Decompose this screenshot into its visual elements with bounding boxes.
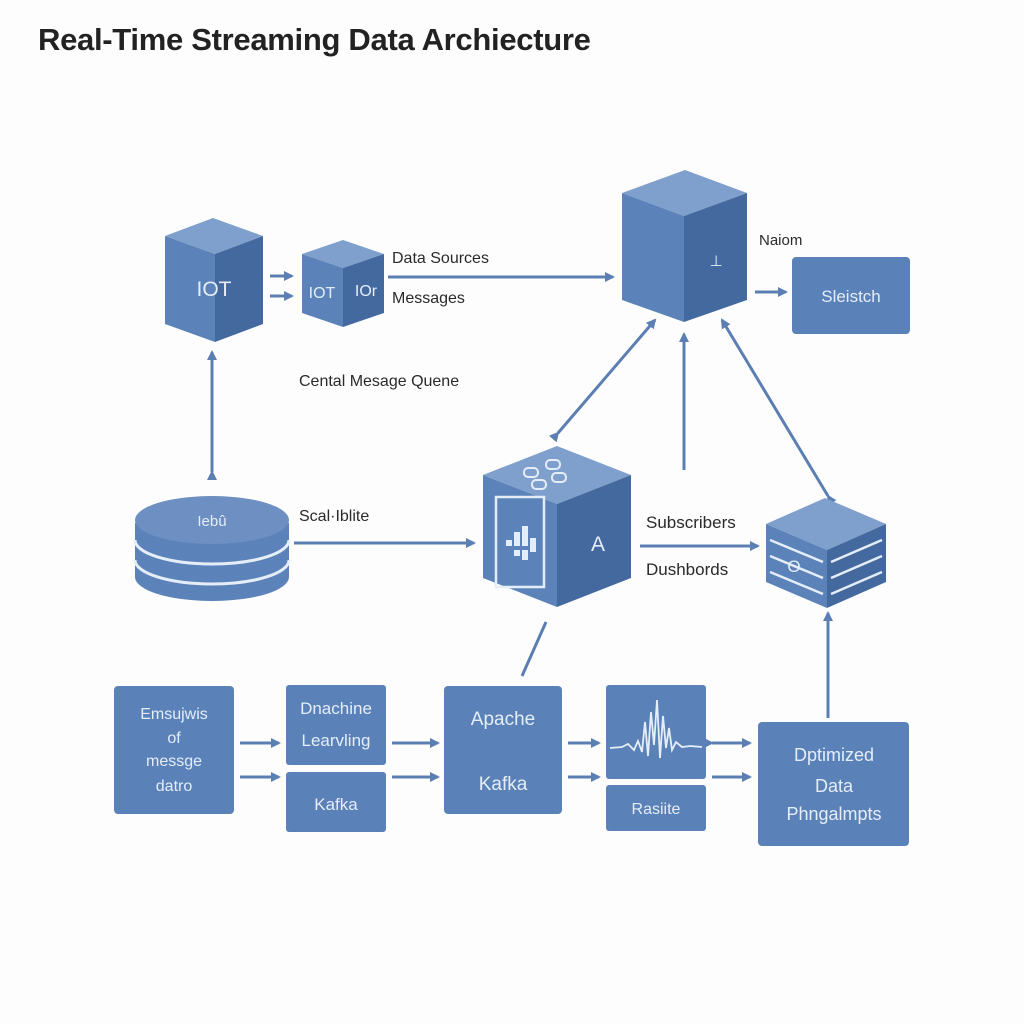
search-box-label: Sleistch [821, 287, 881, 306]
kafka-small-label: Kafka [314, 795, 358, 814]
optimized-line-2: Data [815, 776, 854, 796]
optimized-line-1: Dptimized [794, 745, 874, 765]
connectors [207, 271, 837, 782]
label-central-queue: Cental Mesage Quene [299, 373, 459, 390]
machine-learning-box: Dnachine Learvling [286, 685, 386, 765]
analysis-line-4: datro [156, 778, 193, 795]
cube-iot-small-left-label: IOT [309, 285, 336, 302]
cube-central: ⊥ [622, 170, 747, 322]
cube-iot-small-right-label: IOr [355, 283, 378, 300]
grid-chart-icon [494, 495, 546, 589]
server-glyph: O [787, 557, 800, 576]
cube-iot-small: IOT IOr [302, 240, 384, 327]
kafka-small-box: Kafka [286, 772, 386, 832]
apache-kafka-box: Apache Kafka [444, 686, 562, 814]
grid-icon-top [523, 459, 567, 490]
analysis-line-3: messge [146, 753, 202, 770]
optimized-line-3: Phngalmpts [786, 804, 881, 824]
cube-processor: A [483, 446, 631, 607]
label-messages: Messages [392, 290, 465, 307]
analysis-line-1: Emsujwis [140, 706, 208, 723]
free-labels: Data Sources Messages Naiom Cental Mesag… [299, 232, 802, 579]
label-nation: Naiom [759, 232, 802, 249]
apache-line-1: Apache [471, 709, 535, 730]
label-subscribers: Subscribers [646, 513, 736, 532]
label-dashboards: Dushbords [646, 560, 728, 579]
database-label: Iebû [197, 513, 226, 530]
waveform-box [606, 685, 706, 779]
optimized-box: Dptimized Data Phngalmpts [758, 722, 909, 846]
cube-iot-large-label: IOT [197, 278, 232, 301]
cube-central-label: ⊥ [709, 253, 722, 270]
machine-line-1: Dnachine [300, 699, 372, 718]
results-box: Rasiite [606, 785, 706, 831]
cube-processor-label: A [591, 533, 605, 556]
machine-line-2: Learvling [302, 731, 371, 750]
connector-apache-to-processor [520, 621, 548, 677]
database-icon: Iebû [133, 496, 291, 601]
apache-line-2: Kafka [479, 774, 528, 795]
results-label: Rasiite [632, 801, 681, 818]
arrow-central-server-bidirectional [720, 318, 837, 506]
server-rack-icon: O [766, 498, 886, 608]
arrow-central-processor-bidirectional [548, 318, 657, 443]
waveform-icon [609, 699, 703, 759]
search-box: Sleistch [792, 257, 910, 334]
cube-iot-large: IOT [165, 218, 263, 342]
analysis-line-2: of [167, 730, 181, 747]
analysis-box: Emsujwis of messge datro [114, 686, 234, 814]
page-title: Real-Time Streaming Data Archiecture [38, 22, 591, 57]
label-scalable: Scal·Iblite [299, 508, 369, 525]
label-data-sources: Data Sources [392, 250, 489, 267]
